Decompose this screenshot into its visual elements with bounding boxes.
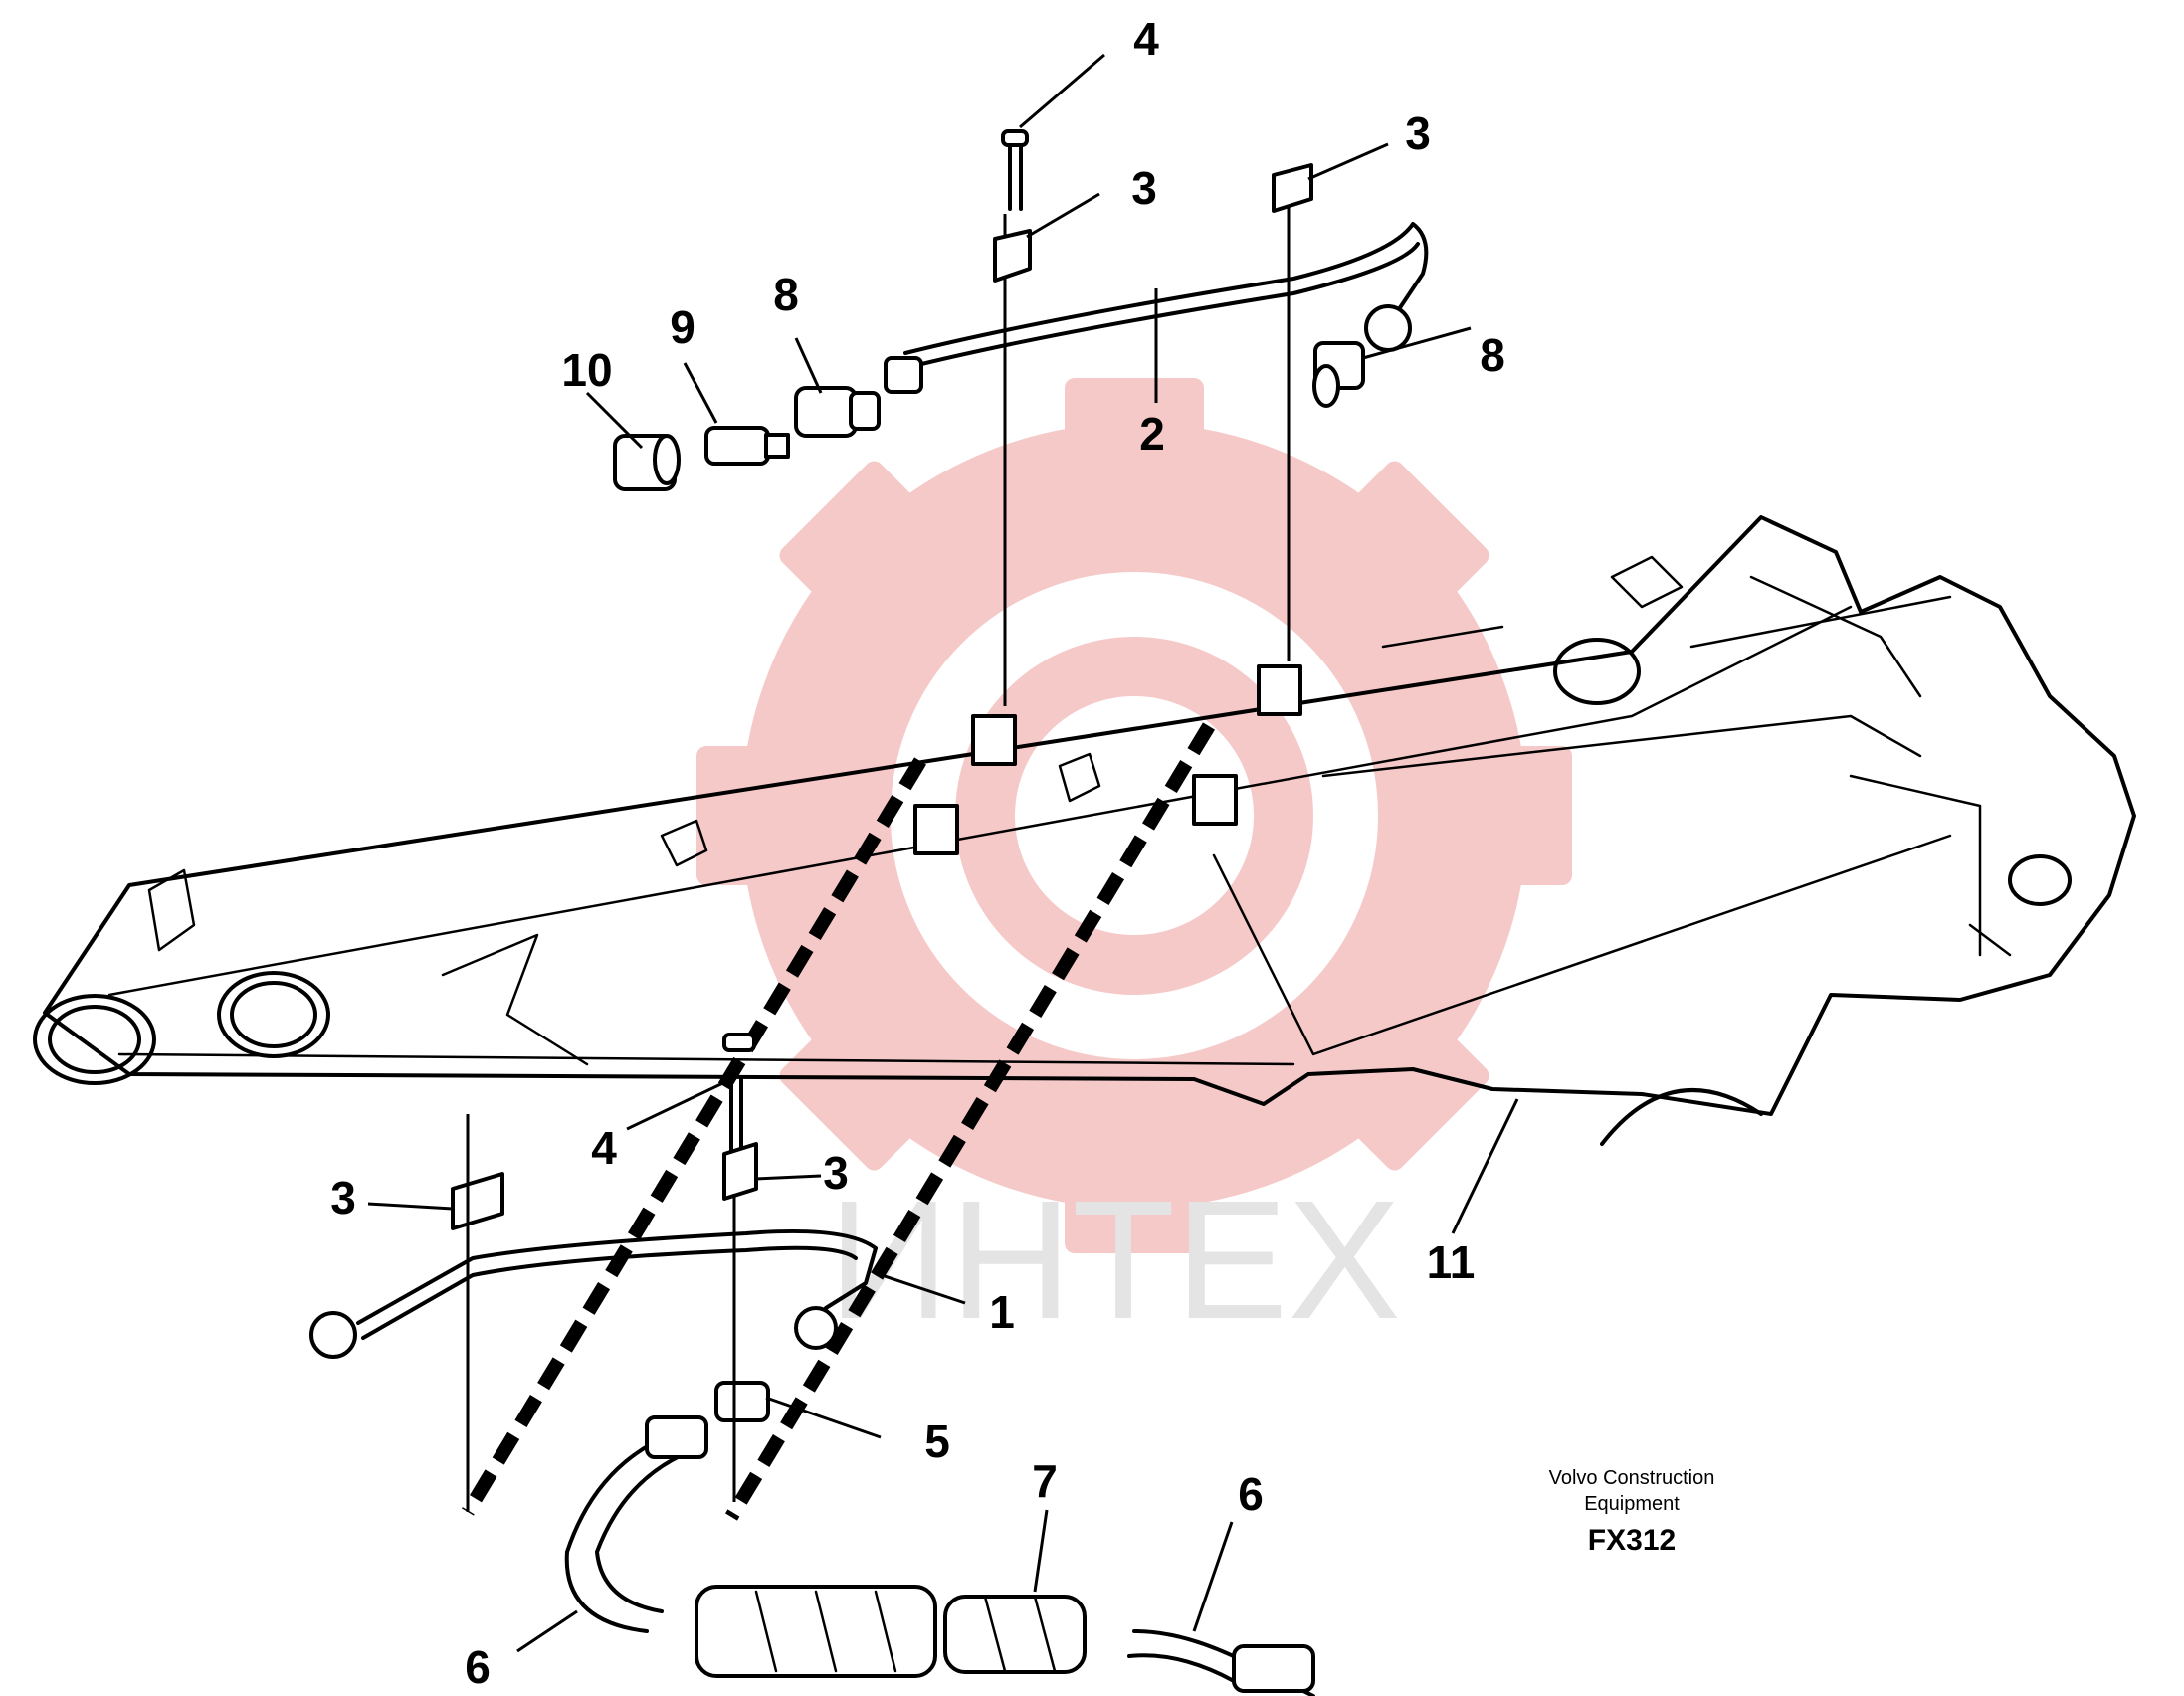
callout-8-left: 8 — [773, 269, 799, 320]
diagram-code: FX312 — [1588, 1524, 1676, 1557]
callout-3-bottom-left: 3 — [330, 1172, 356, 1224]
callout-8-right: 8 — [1480, 329, 1505, 381]
leader-lines — [367, 53, 1519, 1653]
callout-9: 9 — [670, 301, 695, 353]
hose-sleeve-7 — [695, 1585, 937, 1678]
fitting-5 — [714, 1381, 770, 1422]
callout-1: 1 — [989, 1286, 1015, 1338]
clamp-block — [971, 714, 1017, 766]
upper-pipe-assembly — [613, 129, 1429, 706]
clamp-block — [1257, 664, 1302, 716]
credit-block: Volvo Construction Equipment FX312 — [1549, 1467, 1715, 1557]
gear-icon — [696, 378, 1572, 1253]
tear-lines — [462, 722, 1215, 1521]
callout-3-top-right: 3 — [1405, 107, 1431, 159]
callout-6-left: 6 — [465, 1641, 491, 1693]
callout-3-top-left: 3 — [1131, 162, 1157, 214]
fitting-8-left — [794, 386, 858, 438]
callout-3-bottom-right: 3 — [823, 1147, 849, 1199]
credit-line-1: Volvo Construction — [1549, 1467, 1715, 1489]
clamp-block — [1192, 774, 1238, 826]
watermark-text: ИНТЕХ — [828, 1166, 1401, 1355]
watermark: ИНТЕХ — [696, 378, 1572, 1355]
fitting-9 — [704, 426, 770, 466]
callout-4-top: 4 — [1133, 13, 1159, 65]
callout-6-right: 6 — [1238, 1468, 1264, 1520]
callout-10: 10 — [561, 344, 612, 396]
callout-labels: 4 3 3 8 2 8 9 10 11 4 3 3 1 5 7 6 6 — [330, 13, 1505, 1693]
clamp-block — [913, 804, 959, 855]
boom-arm — [33, 515, 2136, 1146]
callout-7: 7 — [1032, 1455, 1058, 1507]
lower-pipe-assembly — [309, 1033, 1315, 1696]
callout-5: 5 — [924, 1415, 950, 1467]
credit-line-2: Equipment — [1584, 1493, 1680, 1515]
callout-2: 2 — [1139, 408, 1165, 460]
callout-4-bottom: 4 — [591, 1122, 617, 1174]
callout-11: 11 — [1427, 1236, 1476, 1288]
